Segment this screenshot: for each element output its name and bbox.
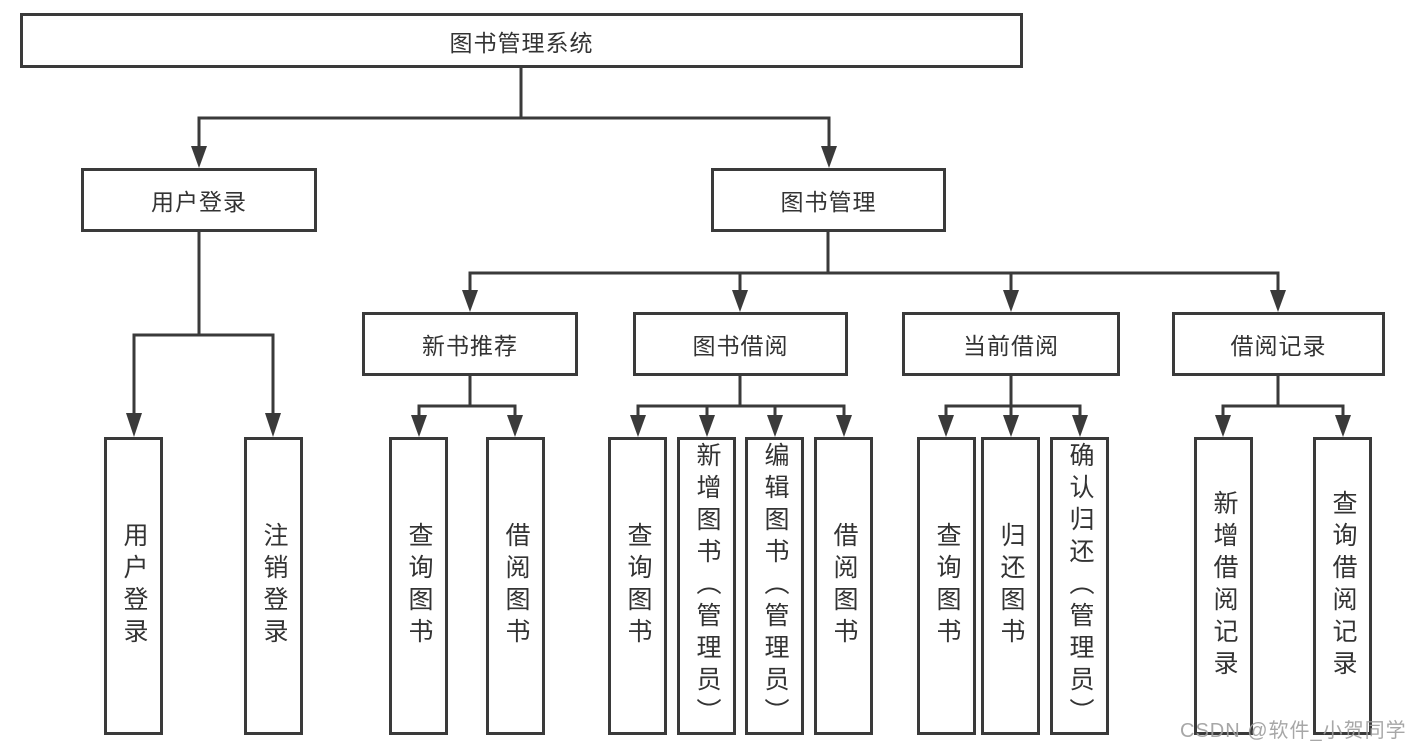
module-new-book-recommend-label: 新书推荐 [422, 333, 518, 359]
module-book-borrow: 图书借阅 [633, 312, 848, 376]
connector-user-login-to-children [126, 232, 281, 437]
leaf-query-book-2-label: 查询图书 [624, 522, 652, 650]
root-node-library-system: 图书管理系统 [20, 13, 1023, 68]
module-current-borrow-label: 当前借阅 [963, 333, 1059, 359]
branch-book-management-label: 图书管理 [780, 189, 877, 215]
leaf-query-book-3-label: 查询图书 [933, 522, 961, 650]
leaf-confirm-return-admin-label: 确认归还（管理员） [1066, 442, 1094, 730]
root-node-label: 图书管理系统 [449, 29, 594, 56]
leaf-logout: 注销登录 [244, 437, 303, 735]
connector-current-borrow-to-children [938, 376, 1088, 437]
module-current-borrow: 当前借阅 [902, 312, 1120, 376]
branch-user-login-label: 用户登录 [151, 189, 247, 215]
module-book-borrow-label: 图书借阅 [692, 333, 789, 359]
connector-borrow-record-to-children [1215, 376, 1351, 437]
leaf-confirm-return-admin: 确认归还（管理员） [1050, 437, 1109, 735]
branch-user-login: 用户登录 [81, 168, 317, 232]
leaf-query-borrow-record: 查询借阅记录 [1313, 437, 1372, 735]
module-borrow-record-label: 借阅记录 [1230, 333, 1327, 359]
leaf-add-borrow-record-label: 新增借阅记录 [1210, 490, 1238, 682]
leaf-borrow-book-1-label: 借阅图书 [502, 522, 530, 650]
connector-new-book-recommend-to-children [411, 376, 523, 437]
leaf-query-book-3: 查询图书 [917, 437, 976, 735]
leaf-query-book-1-label: 查询图书 [405, 522, 433, 650]
csdn-watermark: CSDN @软件_小贺同学 [1180, 720, 1405, 742]
leaf-return-book-label: 归还图书 [997, 522, 1025, 650]
leaf-logout-label: 注销登录 [260, 522, 288, 650]
leaf-edit-book-admin: 编辑图书（管理员） [745, 437, 804, 735]
leaf-borrow-book-1: 借阅图书 [486, 437, 545, 735]
connector-root-to-level2 [191, 68, 837, 168]
leaf-borrow-book-2: 借阅图书 [814, 437, 873, 735]
leaf-query-book-1: 查询图书 [389, 437, 448, 735]
leaf-add-borrow-record: 新增借阅记录 [1194, 437, 1253, 735]
leaf-add-book-admin: 新增图书（管理员） [677, 437, 736, 735]
module-borrow-record: 借阅记录 [1172, 312, 1385, 376]
leaf-borrow-book-2-label: 借阅图书 [830, 522, 858, 650]
connector-book-borrow-to-children [630, 376, 852, 437]
leaf-return-book: 归还图书 [981, 437, 1040, 735]
leaf-add-book-admin-label: 新增图书（管理员） [693, 442, 721, 730]
branch-book-management: 图书管理 [711, 168, 946, 232]
module-new-book-recommend: 新书推荐 [362, 312, 578, 376]
leaf-edit-book-admin-label: 编辑图书（管理员） [761, 442, 789, 730]
leaf-query-borrow-record-label: 查询借阅记录 [1329, 490, 1357, 682]
leaf-query-book-2: 查询图书 [608, 437, 667, 735]
leaf-user-login: 用户登录 [104, 437, 163, 735]
leaf-user-login-label: 用户登录 [120, 522, 148, 650]
connector-book-management-to-modules [462, 232, 1286, 312]
